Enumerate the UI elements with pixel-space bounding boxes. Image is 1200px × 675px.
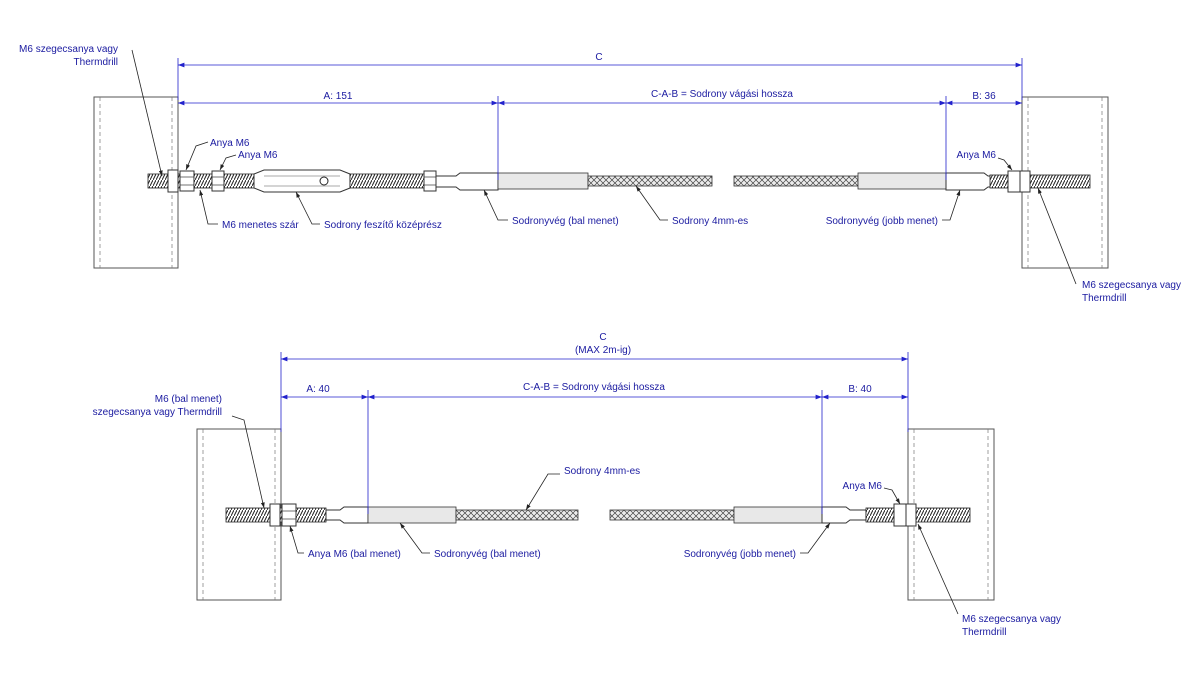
top-end-right-label: Sodronyvég (jobb menet) bbox=[826, 216, 938, 227]
top-right-threaded-rod bbox=[989, 174, 1091, 189]
top-right-rivet-nut bbox=[1019, 170, 1031, 193]
bottom-swage-end-right bbox=[821, 506, 867, 524]
bottom-wire-right bbox=[609, 509, 735, 521]
top-dim-cab-label: C-A-B = Sodrony vágási hossza bbox=[651, 89, 793, 100]
top-right-thread bbox=[349, 173, 427, 189]
bottom-wire-sleeve-right bbox=[733, 506, 823, 524]
top-wire-sleeve-right bbox=[857, 172, 947, 190]
bottom-right-threaded-rod bbox=[865, 507, 971, 523]
bottom-dim-c-label: C bbox=[599, 332, 606, 343]
bottom-nut-left-label: Anya M6 (bal menet) bbox=[308, 549, 401, 560]
top-nut-right bbox=[1007, 170, 1021, 193]
top-left-rivet-label-1: M6 szegecsanya vagy bbox=[19, 44, 118, 55]
top-wire-left bbox=[587, 175, 713, 187]
bottom-right-rivet-label-2: Thermdrill bbox=[962, 627, 1006, 638]
bottom-end-right-label: Sodronyvég (jobb menet) bbox=[684, 549, 796, 560]
bottom-end-left-label: Sodronyvég (bal menet) bbox=[434, 549, 541, 560]
top-swage-end-left bbox=[435, 172, 499, 191]
top-dim-b-label: B: 36 bbox=[972, 91, 996, 102]
bottom-dim-b-label: B: 40 bbox=[848, 384, 872, 395]
top-wire-sleeve-left bbox=[497, 172, 589, 190]
bottom-nut-right bbox=[893, 503, 907, 527]
bottom-nut-left bbox=[281, 503, 297, 527]
bottom-dim-a-label: A: 40 bbox=[306, 384, 330, 395]
top-turnbuckle-body bbox=[253, 169, 351, 193]
bottom-wire-sleeve-left bbox=[367, 506, 457, 524]
bottom-nut-right-label: Anya M6 bbox=[843, 481, 883, 492]
top-wire-right bbox=[733, 175, 859, 187]
bottom-right-rivet-label-1: M6 szegecsanya vagy bbox=[962, 614, 1061, 625]
top-end-left-label: Sodronyvég (bal menet) bbox=[512, 216, 619, 227]
top-nut-2 bbox=[211, 170, 225, 192]
bottom-right-rivet-nut bbox=[905, 503, 917, 527]
bottom-swage-end-left bbox=[325, 506, 369, 524]
top-nut-1 bbox=[179, 170, 195, 192]
top-dim-c-label: C bbox=[595, 52, 602, 63]
bottom-wire-label: Sodrony 4mm-es bbox=[564, 466, 640, 477]
bottom-left-rivet-label-2: szegecsanya vagy Thermdrill bbox=[93, 407, 222, 418]
top-right-rivet-label-2: Thermdrill bbox=[1082, 293, 1126, 304]
bottom-wire-left bbox=[455, 509, 579, 521]
turnbuckle-hole bbox=[319, 176, 329, 186]
top-nut2-label: Anya M6 bbox=[238, 150, 278, 161]
bottom-left-rivet-label-1: M6 (bal menet) bbox=[155, 394, 222, 405]
top-nut-right-label: Anya M6 bbox=[957, 150, 997, 161]
top-nut-3 bbox=[423, 170, 437, 192]
top-threaded-rod-label: M6 menetes szár bbox=[222, 220, 299, 231]
top-wire-label: Sodrony 4mm-es bbox=[672, 216, 748, 227]
top-nut1-label: Anya M6 bbox=[210, 138, 250, 149]
bottom-assembly: C (MAX 2m-ig) A: 40 C-A-B = Sodrony vágá… bbox=[93, 332, 1061, 638]
bottom-dim-cab-label: C-A-B = Sodrony vágási hossza bbox=[523, 382, 665, 393]
top-right-rivet-label-1: M6 szegecsanya vagy bbox=[1082, 280, 1181, 291]
top-left-rivet-label-2: Thermdrill bbox=[74, 57, 118, 68]
top-left-rivet-nut bbox=[167, 169, 179, 193]
top-assembly: C A: 151 C-A-B = Sodrony vágási hossza B… bbox=[19, 44, 1181, 304]
top-dim-a-label: A: 151 bbox=[324, 91, 353, 102]
top-turnbuckle-label: Sodrony feszítő középrész bbox=[324, 220, 442, 231]
bottom-dim-c-sub-label: (MAX 2m-ig) bbox=[575, 345, 631, 356]
bottom-left-rivet-nut bbox=[269, 503, 281, 527]
